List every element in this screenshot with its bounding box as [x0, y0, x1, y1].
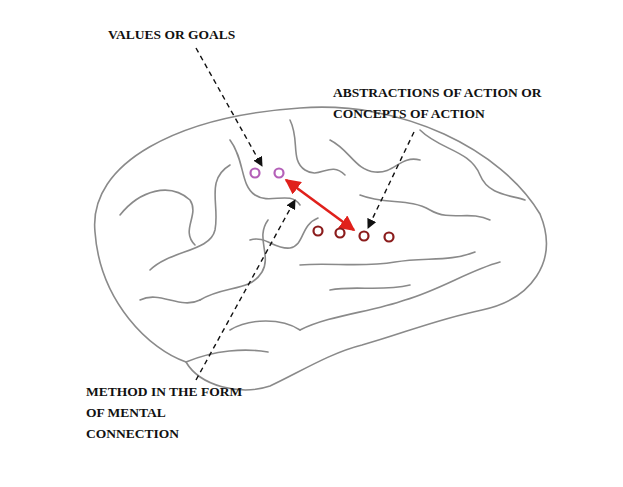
- action-points: [314, 227, 394, 242]
- callout-label: METHOD IN THE FORM OF MENTAL CONNECTION: [86, 381, 256, 444]
- goal-dot: [251, 169, 260, 178]
- callout-label: VALUES OR GOALS: [108, 24, 328, 45]
- leader-line: [196, 48, 262, 166]
- callout-label: ABSTRACTIONS OF ACTION OR CONCEPTS OF AC…: [333, 82, 595, 124]
- brain-outline: [95, 107, 547, 390]
- leader-line: [196, 200, 295, 380]
- action-dot: [360, 232, 369, 241]
- goal-dot: [275, 169, 284, 178]
- red-double-arrow: [286, 180, 354, 230]
- action-dot: [385, 233, 394, 242]
- action-dot: [314, 227, 323, 236]
- action-dot: [336, 229, 345, 238]
- leader-line: [368, 132, 414, 228]
- value-points: [251, 169, 284, 178]
